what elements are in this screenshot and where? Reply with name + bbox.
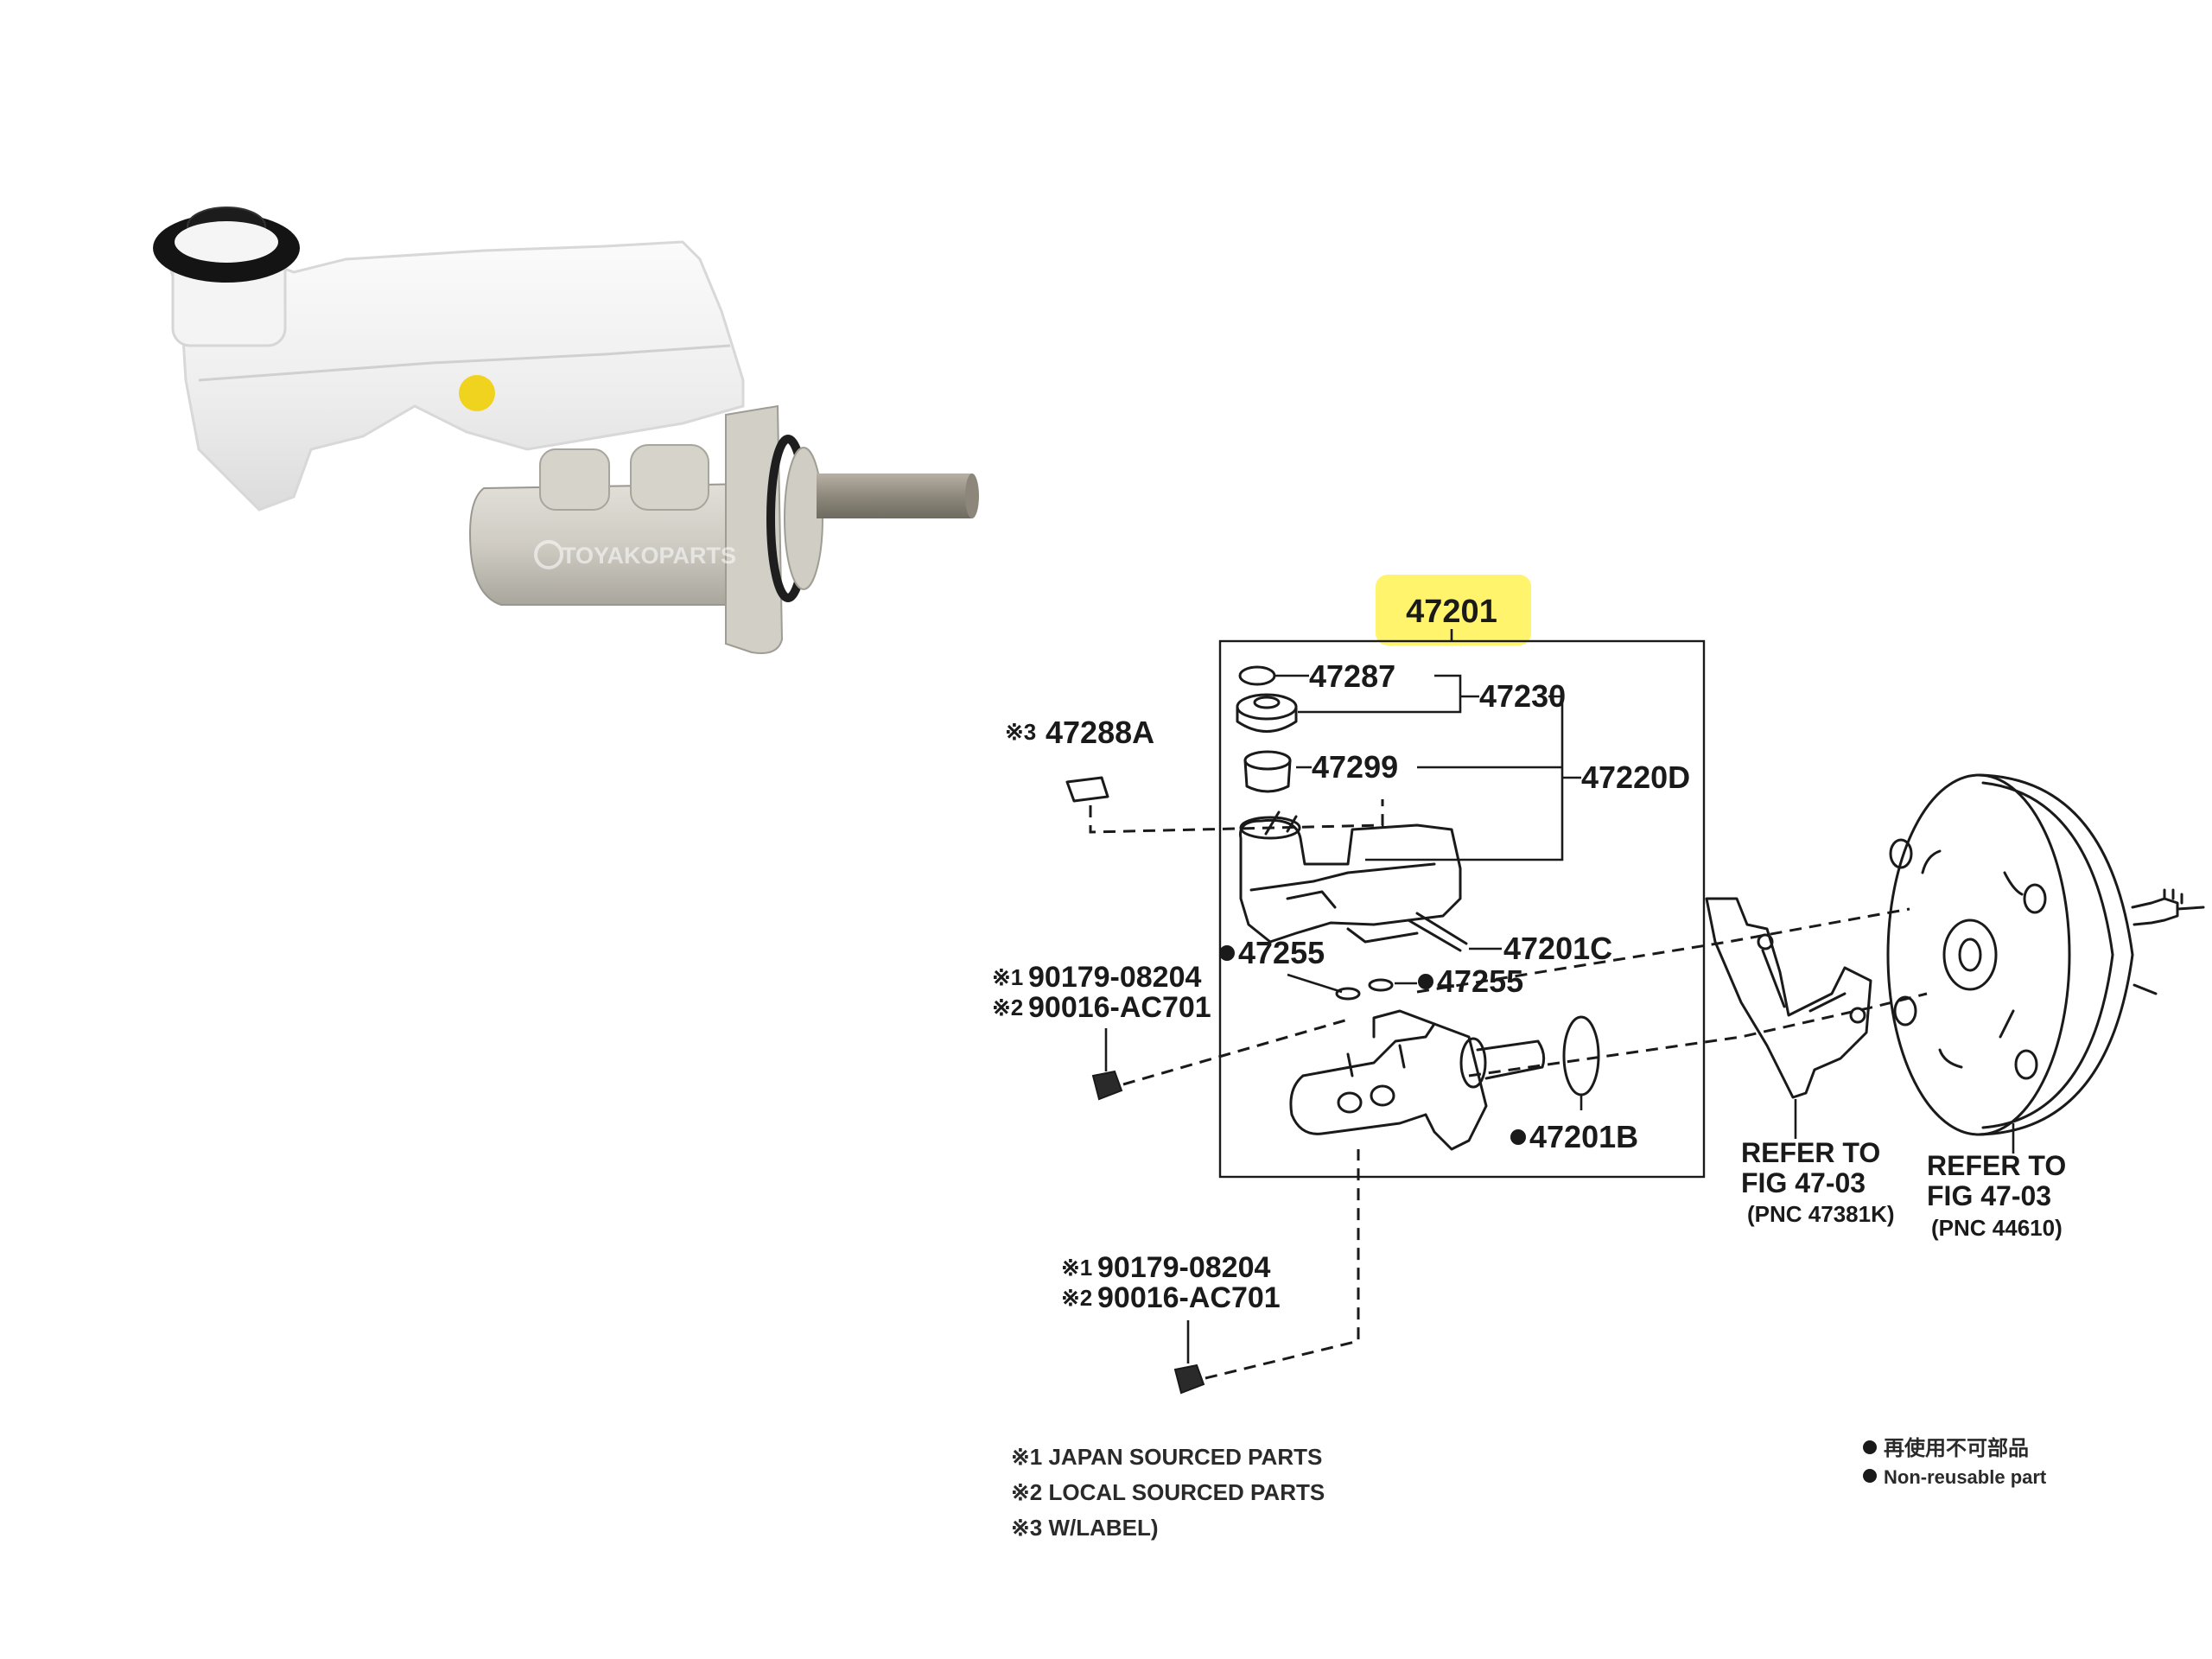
label-47287: 47287: [1309, 658, 1395, 694]
label-47201: 47201: [1406, 594, 1497, 630]
mark-2-upper: ※2: [992, 995, 1023, 1020]
part-47255-a-drawing: [1335, 987, 1361, 1001]
part-47201C-drawing: [1407, 912, 1468, 952]
label-bolt-upper-1: 90179-08204: [1028, 961, 1202, 994]
refer-bracket-3: (PNC 47381K): [1747, 1201, 1895, 1227]
part-highlight: [1376, 575, 1531, 645]
label-47220D: 47220D: [1581, 760, 1690, 795]
non-reusable-dot-47255-a: [1219, 945, 1235, 961]
cylinder-port-left: [539, 448, 610, 511]
part-47255-b-drawing: [1368, 978, 1394, 992]
legend-non-reusable-jp: 再使用不可部品: [1884, 1436, 2029, 1460]
mark-1-lower: ※1: [1061, 1255, 1092, 1281]
note-japan-sourced: ※1 JAPAN SOURCED PARTS: [1011, 1444, 1322, 1470]
bolt-lower-drawing: [1173, 1363, 1205, 1395]
part-47287-drawing: [1238, 665, 1276, 686]
part-47201B-drawing: [1562, 1015, 1600, 1096]
cap-insert: [175, 221, 278, 263]
mark-2-lower: ※2: [1061, 1285, 1092, 1311]
legend-dot-en: [1863, 1469, 1877, 1483]
legend-dot-jp: [1863, 1440, 1877, 1454]
note-with-label: ※3 W/LABEL): [1011, 1515, 1159, 1541]
mounting-bracket-drawing: [1705, 897, 1872, 1099]
part-47288A-label-drawing: [1065, 776, 1109, 803]
dash-bolt-lower: [1205, 1149, 1360, 1380]
part-47299-drawing: [1243, 750, 1292, 793]
dash-47288A: [1089, 799, 1384, 834]
push-rod-end: [965, 474, 979, 518]
reservoir-seam: [198, 344, 731, 382]
refer-booster-2: FIG 47-03: [1927, 1180, 2051, 1211]
watermark-text: TOYAKOPARTS: [562, 543, 736, 569]
label-bolt-lower-2: 90016-AC701: [1097, 1281, 1281, 1314]
label-47201C: 47201C: [1503, 931, 1612, 966]
part-reservoir-drawing: [1239, 810, 1462, 944]
label-47299: 47299: [1312, 749, 1398, 785]
mark-3-47288A: ※3: [1005, 719, 1036, 745]
fluid-reservoir: [167, 240, 745, 512]
refer-bracket-2: FIG 47-03: [1741, 1167, 1866, 1198]
bolt-upper-drawing: [1091, 1070, 1123, 1101]
dash-lower-booster: [1468, 992, 1928, 1077]
refer-booster-1: REFER TO: [1927, 1150, 2066, 1181]
watermark: TOYAKOPARTS: [534, 540, 736, 569]
assembly-frame: [1218, 639, 1706, 1179]
label-bolt-lower-1: 90179-08204: [1097, 1251, 1271, 1284]
refer-booster-3: (PNC 44610): [1931, 1215, 2063, 1241]
non-reusable-dot-47201B: [1510, 1129, 1526, 1145]
leader-47255-a: [1287, 973, 1343, 994]
label-47201B: 47201B: [1529, 1119, 1638, 1154]
brake-booster-drawing: [1886, 773, 2205, 1136]
bracket-47230: [1434, 674, 1462, 714]
cylinder-body: [469, 482, 753, 606]
mark-1-upper: ※1: [992, 964, 1023, 990]
part-47230-drawing: [1236, 693, 1298, 733]
part-cylinder-drawing: [1289, 1009, 1546, 1151]
mounting-flange: [725, 404, 784, 654]
push-rod: [817, 474, 972, 518]
cylinder-port-right: [630, 444, 709, 511]
label-47288A: 47288A: [1046, 715, 1154, 750]
label-bolt-upper-2: 90016-AC701: [1028, 991, 1211, 1024]
note-local-sourced: ※2 LOCAL SOURCED PARTS: [1011, 1479, 1325, 1505]
refer-bracket-1: REFER TO: [1741, 1137, 1880, 1168]
label-47255-a: 47255: [1238, 935, 1325, 970]
legend-non-reusable-en: Non-reusable part: [1884, 1466, 2047, 1488]
level-indicator-dot: [459, 375, 495, 411]
non-reusable-dot-47255-b: [1418, 974, 1433, 989]
